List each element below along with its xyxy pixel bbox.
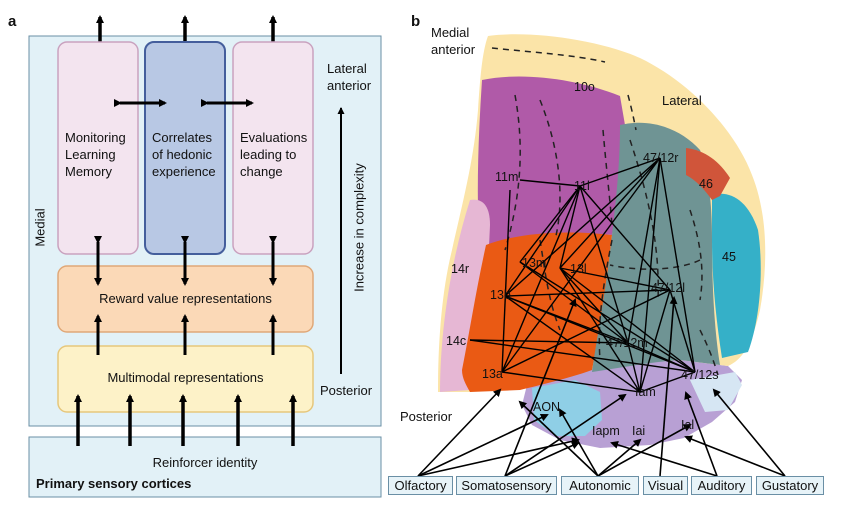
region-47-12m: 47/12m xyxy=(606,336,648,350)
panel-a xyxy=(28,15,382,498)
source-arrows xyxy=(417,296,786,477)
region-iapm: Iapm xyxy=(592,424,620,438)
posterior-label-a: Posterior xyxy=(320,383,373,398)
brick-region xyxy=(686,148,730,200)
region-10o: 10o xyxy=(574,80,595,94)
medial-label: Medial xyxy=(32,208,48,247)
region-13m: 13m xyxy=(522,256,547,270)
primary-sensory-box xyxy=(28,436,382,498)
panel-b xyxy=(417,34,786,477)
region-11m: 11m xyxy=(495,170,519,184)
region-14c: 14c xyxy=(446,334,467,348)
region-47-12l: 47/12l xyxy=(651,281,686,295)
hedonic-label: Correlates of hedonic experience xyxy=(152,130,216,179)
multimodal-label: Multimodal representations xyxy=(107,370,264,385)
source-autonomic: Autonomic xyxy=(561,476,639,495)
purple-region xyxy=(477,76,625,261)
region-47-12s: 47/12s xyxy=(681,368,719,382)
region-13a: 13a xyxy=(482,367,503,381)
lateral-anterior-label: Lateral anterior xyxy=(327,61,372,93)
source-olfactory: Olfactory xyxy=(388,476,453,495)
panel-b-letter: b xyxy=(411,13,421,30)
region-aon: AON xyxy=(533,400,561,414)
reinforcer-label: Reinforcer identity xyxy=(152,455,258,470)
panel-a-letter: a xyxy=(8,13,17,30)
medial-anterior-label: Medial anterior xyxy=(431,25,476,57)
reward-label: Reward value representations xyxy=(99,291,272,306)
source-auditory: Auditory xyxy=(691,476,752,495)
source-visual: Visual xyxy=(643,476,688,495)
region-11l: 11l xyxy=(574,179,590,193)
posterior-label-b: Posterior xyxy=(400,409,453,424)
source-gustatory: Gustatory xyxy=(756,476,824,495)
multimodal-reward-arrows xyxy=(94,314,277,355)
lateral-label-b: Lateral xyxy=(662,93,702,108)
source-somatosensory: Somatosensory xyxy=(456,476,557,495)
region-45: 45 xyxy=(722,250,736,264)
region-iai: Iai xyxy=(632,424,646,438)
evaluations-label: Evaluations leading to change xyxy=(240,130,308,179)
region-46: 46 xyxy=(699,177,713,191)
input-arrows xyxy=(74,394,297,446)
primary-sensory-label: Primary sensory cortices xyxy=(36,476,192,491)
dashed-boundaries xyxy=(491,47,719,376)
region-14r: 14r xyxy=(451,262,470,276)
region-13b: 13b xyxy=(490,288,511,302)
region-47-12r: 47/12r xyxy=(643,151,679,165)
region-ial: Ial xyxy=(681,418,695,432)
monitoring-label: Monitoring Learning Memory xyxy=(65,130,126,179)
complexity-label: Increase in complexity xyxy=(351,163,367,292)
region-13l: 13l xyxy=(570,262,587,276)
orange-region xyxy=(462,232,612,392)
reward-column-arrows xyxy=(94,236,277,286)
region-iam: Iam xyxy=(635,385,656,399)
cyan-region xyxy=(712,193,761,358)
